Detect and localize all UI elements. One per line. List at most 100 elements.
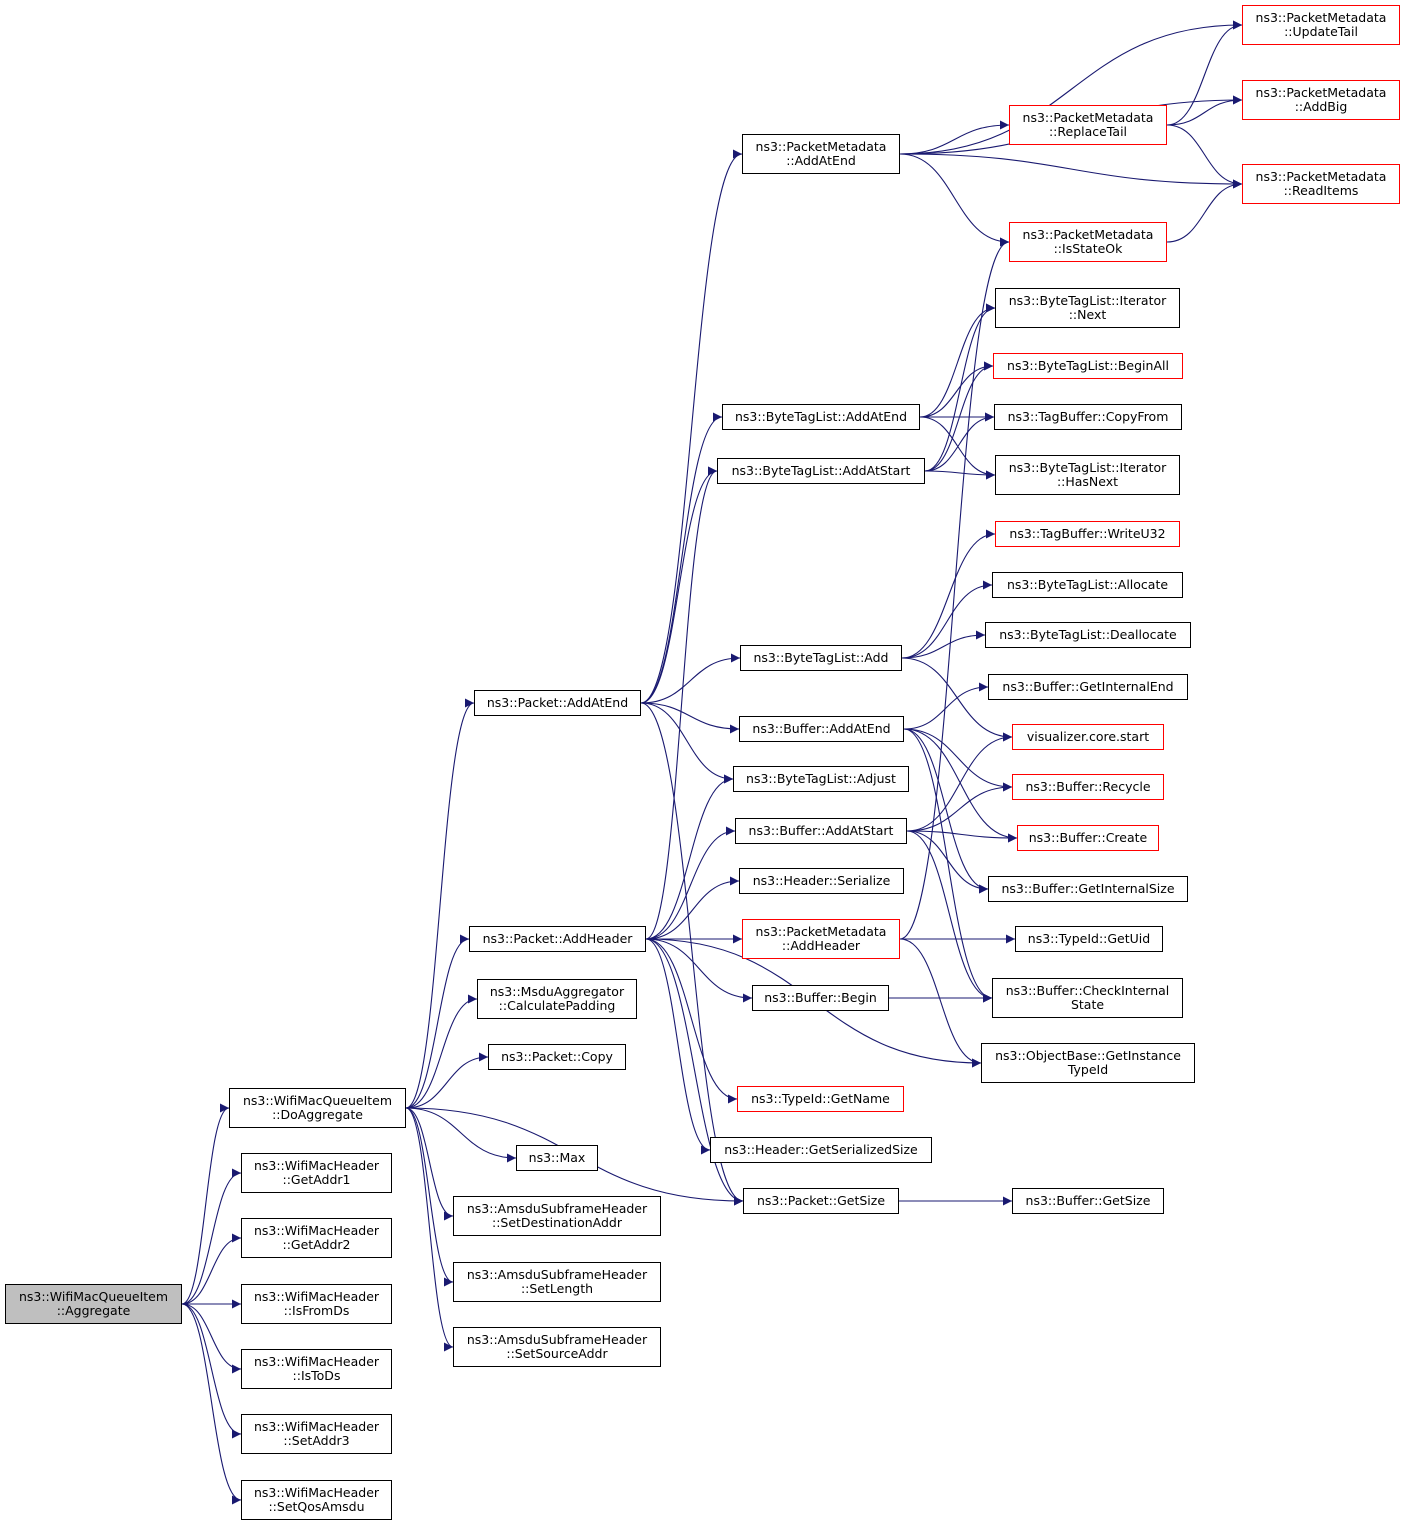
edge-btladdatstart-to-btlitnext: [924, 303, 996, 472]
edge-packetaddatend-to-btladjust: [640, 702, 734, 784]
node-doaggregate[interactable]: ns3::WifiMacQueueItem::DoAggregate: [229, 1088, 406, 1128]
node-buffer-add-at-start[interactable]: ns3::Buffer::AddAtStart: [735, 818, 907, 844]
node-visualizer-core-start[interactable]: visualizer.core.start: [1012, 724, 1164, 750]
node-btl-add-at-start[interactable]: ns3::ByteTagList::AddAtStart: [717, 458, 925, 484]
node-btl-iterator-has-next[interactable]: ns3::ByteTagList::Iterator::HasNext: [995, 455, 1180, 495]
edge-aggregate-to-setqosamsdu: [181, 1303, 242, 1505]
node-getaddr2[interactable]: ns3::WifiMacHeader::GetAddr2: [241, 1218, 392, 1258]
node-set-length[interactable]: ns3::AmsduSubframeHeader::SetLength: [453, 1262, 661, 1302]
node-aggregate[interactable]: ns3::WifiMacQueueItem::Aggregate: [5, 1284, 182, 1324]
edge-packetaddatend-to-btladdatstart: [640, 466, 718, 704]
node-calculate-padding[interactable]: ns3::MsduAggregator::CalculatePadding: [477, 979, 637, 1019]
node-max[interactable]: ns3::Max: [516, 1145, 598, 1171]
node-buffer-recycle[interactable]: ns3::Buffer::Recycle: [1012, 774, 1164, 800]
edge-bufaddatend-to-bufgetinternalsize: [903, 728, 989, 894]
edge-packetaddheader-to-btladjust: [645, 774, 734, 940]
edge-packetaddatend-to-btladdatend: [640, 412, 723, 704]
edge-bufaddatstart-to-bufcreate: [906, 830, 1018, 843]
edge-pmaddatend-to-pmreaditems: [899, 153, 1243, 189]
edge-btladdatstart-to-tbcopyfrom: [924, 412, 995, 472]
edge-pmaddatend-to-pmupdatetail: [899, 20, 1243, 155]
node-pm-replace-tail[interactable]: ns3::PacketMetadata::ReplaceTail: [1009, 105, 1167, 145]
node-buffer-get-internal-size[interactable]: ns3::Buffer::GetInternalSize: [988, 876, 1188, 902]
edge-btladdatstart-to-btlithasnext: [924, 470, 996, 480]
node-pm-is-state-ok[interactable]: ns3::PacketMetadata::IsStateOk: [1009, 222, 1167, 262]
edge-pmreplacetail-to-pmupdatetail: [1166, 20, 1243, 126]
edge-packetaddatend-to-bufaddatend: [640, 702, 740, 734]
edge-doaggregate-to-packetcopy: [405, 1052, 489, 1109]
edge-btladd-to-btlallocate: [901, 580, 993, 659]
node-header-get-serialized-size[interactable]: ns3::Header::GetSerializedSize: [710, 1137, 932, 1163]
edge-pmaddheader-to-objgettypeid: [899, 938, 982, 1068]
node-pm-add-header[interactable]: ns3::PacketMetadata::AddHeader: [742, 919, 900, 959]
node-buffer-create[interactable]: ns3::Buffer::Create: [1017, 825, 1159, 851]
edge-bufaddatend-to-bufgetinternalend: [903, 682, 989, 730]
edge-packetaddheader-to-bufbegin: [645, 938, 753, 1003]
node-pm-add-at-end[interactable]: ns3::PacketMetadata::AddAtEnd: [742, 134, 900, 174]
node-header-serialize[interactable]: ns3::Header::Serialize: [739, 868, 904, 894]
node-btl-add-at-end[interactable]: ns3::ByteTagList::AddAtEnd: [722, 404, 920, 430]
edge-btladdatend-to-btlitnext: [919, 303, 996, 418]
edge-bufaddatstart-to-bufgetinternalsize: [906, 830, 989, 894]
edge-btladdatstart-to-btlbeginall: [924, 361, 994, 472]
node-packet-get-size[interactable]: ns3::Packet::GetSize: [743, 1188, 899, 1214]
edge-pmaddatend-to-pmreplacetail: [899, 120, 1010, 155]
edge-packetaddheader-to-bufaddatstart: [645, 826, 736, 940]
node-pm-update-tail[interactable]: ns3::PacketMetadata::UpdateTail: [1242, 5, 1400, 45]
node-packet-copy[interactable]: ns3::Packet::Copy: [488, 1044, 626, 1070]
node-istods[interactable]: ns3::WifiMacHeader::IsToDs: [241, 1349, 392, 1389]
node-packet-add-at-end[interactable]: ns3::Packet::AddAtEnd: [474, 690, 641, 716]
node-btl-allocate[interactable]: ns3::ByteTagList::Allocate: [992, 572, 1183, 598]
node-btl-add[interactable]: ns3::ByteTagList::Add: [740, 645, 902, 671]
node-getaddr1[interactable]: ns3::WifiMacHeader::GetAddr1: [241, 1153, 392, 1193]
node-pm-add-big[interactable]: ns3::PacketMetadata::AddBig: [1242, 80, 1400, 120]
edge-btladd-to-tbwriteu32: [901, 529, 996, 659]
node-isfromds[interactable]: ns3::WifiMacHeader::IsFromDs: [241, 1284, 392, 1324]
edge-bufaddatend-to-bufcheckstate: [903, 728, 993, 1003]
node-btl-deallocate[interactable]: ns3::ByteTagList::Deallocate: [985, 622, 1191, 648]
node-buffer-begin[interactable]: ns3::Buffer::Begin: [752, 985, 889, 1011]
node-set-destination-addr[interactable]: ns3::AmsduSubframeHeader::SetDestination…: [453, 1196, 661, 1236]
node-btl-begin-all[interactable]: ns3::ByteTagList::BeginAll: [993, 353, 1183, 379]
edge-aggregate-to-getaddr2: [181, 1233, 242, 1305]
node-tagbuffer-copy-from[interactable]: ns3::TagBuffer::CopyFrom: [994, 404, 1182, 430]
node-btl-iterator-next[interactable]: ns3::ByteTagList::Iterator::Next: [995, 288, 1180, 328]
edge-pmreplacetail-to-pmaddbig: [1166, 95, 1243, 126]
edge-doaggregate-to-setlength: [405, 1107, 454, 1287]
edge-packetaddheader-to-packetgetsize: [645, 938, 744, 1206]
edge-aggregate-to-istods: [181, 1303, 242, 1374]
edge-doaggregate-to-max: [405, 1107, 517, 1163]
edge-doaggregate-to-packetaddheader: [405, 934, 470, 1109]
node-tagbuffer-write-u32[interactable]: ns3::TagBuffer::WriteU32: [995, 521, 1180, 547]
edge-doaggregate-to-packetaddatend: [405, 698, 475, 1109]
edge-packetaddheader-to-headerserialize: [645, 876, 740, 940]
edge-packetaddheader-to-btladdatstart: [645, 466, 718, 940]
edge-btladdatend-to-btlbeginall: [919, 361, 994, 418]
edge-packetaddheader-to-headergetsersize: [645, 938, 711, 1155]
node-typeid-get-name[interactable]: ns3::TypeId::GetName: [737, 1086, 904, 1112]
edge-btladdatend-to-btlithasnext: [919, 416, 996, 480]
node-setqosamsdu[interactable]: ns3::WifiMacHeader::SetQosAmsdu: [241, 1480, 392, 1520]
node-packet-add-header[interactable]: ns3::Packet::AddHeader: [469, 926, 646, 952]
edge-pmreplacetail-to-pmreaditems: [1166, 124, 1243, 189]
edge-packetaddatend-to-pmaddatend: [640, 149, 743, 704]
edge-doaggregate-to-calcpadding: [405, 994, 478, 1109]
edge-packetaddatend-to-packetgetsize: [640, 702, 744, 1206]
node-buffer-add-at-end[interactable]: ns3::Buffer::AddAtEnd: [739, 716, 904, 742]
node-buffer-get-internal-end[interactable]: ns3::Buffer::GetInternalEnd: [988, 674, 1188, 700]
node-btl-adjust[interactable]: ns3::ByteTagList::Adjust: [733, 766, 909, 792]
node-buffer-get-size[interactable]: ns3::Buffer::GetSize: [1012, 1188, 1164, 1214]
edge-bufaddatstart-to-vizstart: [906, 732, 1013, 832]
edge-packetaddatend-to-btladd: [640, 653, 741, 704]
node-setaddr3[interactable]: ns3::WifiMacHeader::SetAddr3: [241, 1414, 392, 1454]
node-pm-read-items[interactable]: ns3::PacketMetadata::ReadItems: [1242, 164, 1400, 204]
node-typeid-get-uid[interactable]: ns3::TypeId::GetUid: [1015, 926, 1163, 952]
edge-packetaddheader-to-typeidgetname: [645, 938, 738, 1104]
edge-pmisstateok-to-pmreaditems: [1166, 179, 1243, 243]
edge-doaggregate-to-setdestaddr: [405, 1107, 454, 1221]
node-set-source-addr[interactable]: ns3::AmsduSubframeHeader::SetSourceAddr: [453, 1327, 661, 1367]
edge-bufaddatstart-to-bufrecycle: [906, 782, 1013, 832]
